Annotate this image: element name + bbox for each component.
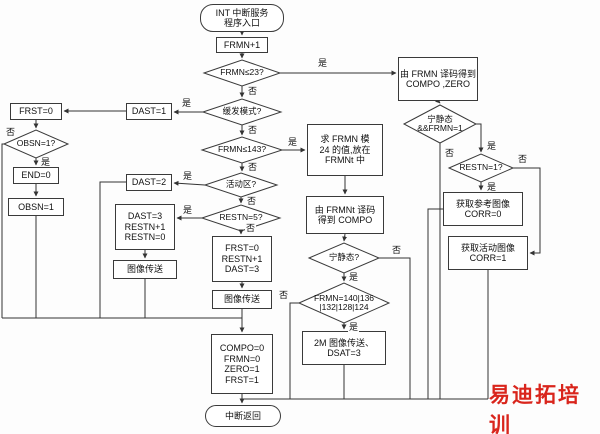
line-get-ref-return <box>427 208 443 399</box>
label-obsn-no: 否 <box>5 127 17 137</box>
node-frst-restn-dast-group: FRST=0 RESTN+1 DAST=3 <box>212 236 272 282</box>
node-decode-frmn: 由 FRMN 译码得到 COMPO ,ZERO <box>398 57 478 101</box>
watermark-brand-text: 易迪拓培训 <box>489 384 581 434</box>
decision-frmn143: FRMN≤143? <box>217 144 267 155</box>
decision-frmn140: FRMN=140|136 |132|128|124 <box>313 292 375 312</box>
decision-quiet-and-frmn1: 宁静态 &&FRMN=1 <box>417 113 463 133</box>
node-frmn-increment: FRMN+1 <box>216 37 268 53</box>
label-restn5-no: 否 <box>245 223 257 233</box>
line-quiet-no <box>379 257 411 399</box>
node-get-active-image: 获取活动图像 CORR=1 <box>448 236 528 270</box>
node-image-transfer-left: 图像传送 <box>113 260 177 279</box>
decision-restn5: RESTN=5? <box>219 212 263 223</box>
node-get-reference-image: 获取参考图像 CORR=0 <box>443 192 523 226</box>
node-dast1: DAST=1 <box>126 103 172 120</box>
arrow-quiet-and-yes <box>476 123 484 153</box>
label-active-yes: 是 <box>182 171 194 181</box>
label-frmn143-yes: 是 <box>287 137 299 147</box>
node-dast3-restn-group: DAST=3 RESTN+1 RESTN=0 <box>115 204 175 250</box>
decision-obsn-shape <box>2 129 70 159</box>
node-entry: INT 中断服务 程序入口 <box>200 4 284 32</box>
node-interrupt-return: 中断返回 <box>205 405 281 427</box>
label-frmn140-yes: 是 <box>348 322 360 332</box>
decision-burst-mode: 缓发模式? <box>222 106 262 117</box>
label-active-no: 否 <box>246 196 258 206</box>
label-quiet-and-no: 否 <box>444 148 456 158</box>
decision-restn5-shape <box>200 204 282 232</box>
label-burst-no: 否 <box>247 125 259 135</box>
arrow-decode-frmnt-to-quiet <box>342 233 348 242</box>
label-quiet-and-yes: 是 <box>486 141 498 151</box>
label-frmn23-no: 否 <box>247 86 259 96</box>
label-burst-yes: 是 <box>181 98 193 108</box>
decision-frmn23: FRMN≤23? <box>220 67 264 78</box>
decision-burst-mode-shape <box>201 98 283 126</box>
node-decode-frmnt: 由 FRMNt 译码 得到 COMPO <box>306 196 384 234</box>
watermark: 易迪拓培训 www.edatop.com <box>489 379 600 434</box>
arrow-active-yes <box>173 180 206 186</box>
label-obsn-yes: 是 <box>40 157 52 167</box>
node-mod24: 求 FRMN 模 24 的值,放在 FRMNt 中 <box>307 124 383 176</box>
label-restn1-yes: 是 <box>486 182 498 192</box>
line-obsn-no <box>1 143 4 318</box>
decision-active-area-shape <box>203 172 279 198</box>
node-end0: END=0 <box>13 167 59 184</box>
decision-restn1: RESTN=1? <box>459 162 503 173</box>
line-frmn140-no <box>289 302 299 399</box>
label-frmn23-yes: 是 <box>317 58 329 68</box>
node-frst0: FRST=0 <box>10 103 62 120</box>
line-dast2-down <box>99 181 126 318</box>
arrow-decode-to-quiet-and <box>435 98 441 104</box>
node-dast2: DAST=2 <box>126 174 172 191</box>
decision-frmn140-shape <box>297 282 391 324</box>
node-obsn1: OBSN=1 <box>8 198 64 216</box>
arrow-restn1-no <box>513 167 541 256</box>
label-restn1-no: 否 <box>517 154 529 164</box>
node-image-transfer-center: 图像传送 <box>212 290 272 309</box>
label-quiet-yes: 是 <box>348 272 360 282</box>
label-restn5-yes: 是 <box>182 205 194 215</box>
label-quiet-no: 否 <box>391 245 403 255</box>
decision-active-area: 活动区? <box>225 179 257 190</box>
decision-obsn: OBSN=1? <box>16 138 56 149</box>
label-frmn143-no: 否 <box>247 162 259 172</box>
decision-quiescent: 宁静态? <box>328 252 360 263</box>
node-2m-image-transfer: 2M 图像传送、 DSAT=3 <box>302 331 386 365</box>
label-frmn140-no: 否 <box>278 290 290 300</box>
node-compo-reset-group: COMPO=0 FRMN=0 ZERO=1 FRST=1 <box>211 334 273 394</box>
